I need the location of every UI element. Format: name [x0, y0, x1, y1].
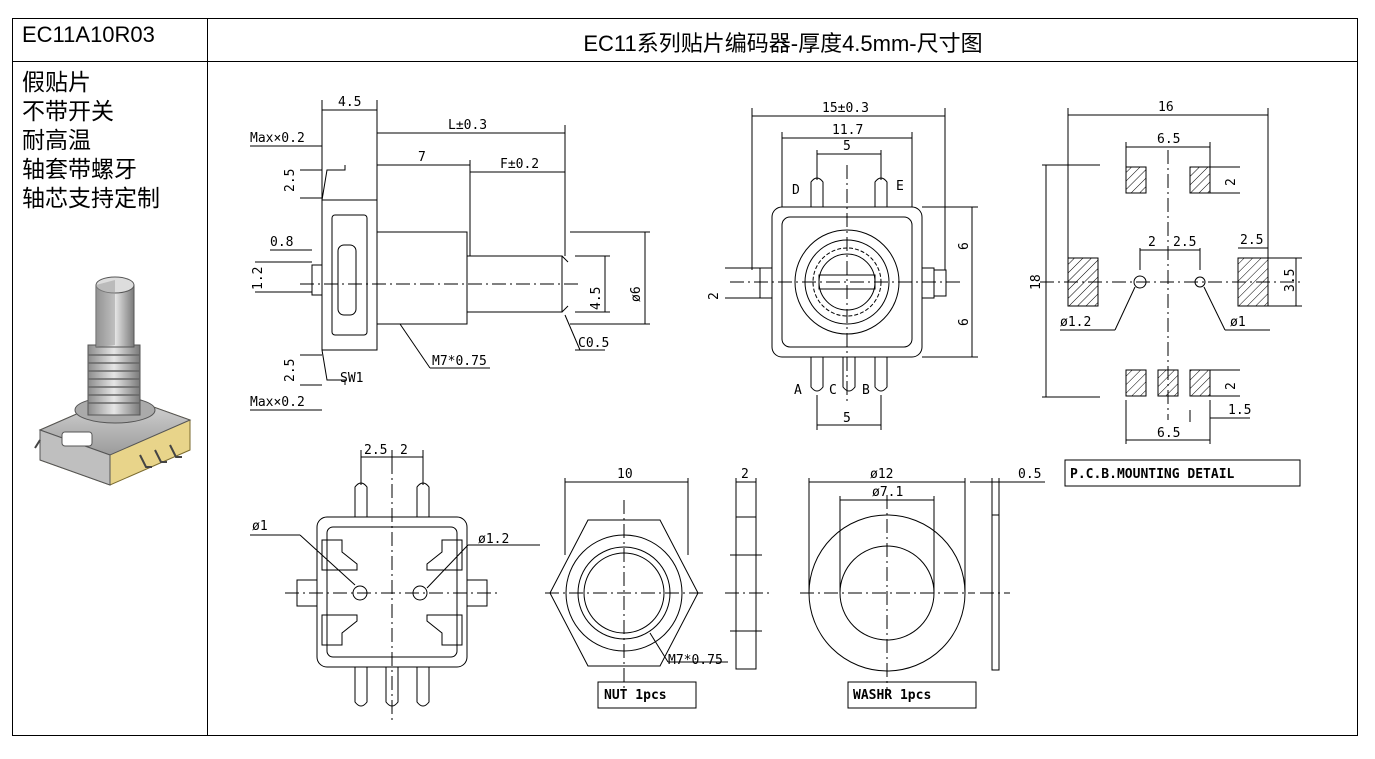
- dim-max-bottom: Max×0.2: [250, 395, 305, 410]
- dim-4-5: 4.5: [338, 95, 361, 110]
- dim-2-5-top: 2.5: [283, 169, 298, 192]
- feature-list: 假贴片 不带开关 耐高温 轴套带螺牙 轴芯支持定制: [22, 68, 160, 213]
- spec-frame: [12, 18, 1358, 736]
- hole-1-label: ø1: [252, 519, 268, 534]
- pin-C-label: C: [829, 383, 837, 398]
- dim-L: L±0.3: [448, 118, 487, 133]
- dim-6-5-top: 6.5: [1157, 132, 1180, 147]
- pcb-footprint-drawing: [1040, 108, 1302, 487]
- dim-0-8: 0.8: [270, 235, 293, 250]
- dim-2-5-mid: 2.5: [1173, 235, 1196, 250]
- hole-1-2-label: ø1.2: [478, 532, 509, 547]
- model-number: EC11A10R03: [22, 22, 155, 47]
- dim-15: 15±0.3: [822, 101, 869, 116]
- dim-7: 7: [418, 150, 426, 165]
- nut-drawing: [545, 478, 770, 709]
- pin-D-label: D: [792, 183, 800, 198]
- dim-3-5: 3.5: [1283, 269, 1298, 292]
- front-view-labels: 15±0.3 11.7 5 D E 6 6 2 A C B 5: [707, 101, 972, 426]
- dim-1-2: 1.2: [251, 267, 266, 290]
- sw1-label: SW1: [340, 371, 363, 386]
- column-divider: [207, 18, 208, 736]
- dim-6-lower: 6: [957, 318, 972, 326]
- dim-2-bottom: 2: [1224, 382, 1239, 390]
- washer-label: WASHR 1pcs: [853, 688, 931, 703]
- encoder-product-image: [34, 276, 192, 486]
- nut-label: NUT 1pcs: [604, 688, 667, 703]
- dim-F: F±0.2: [500, 157, 539, 172]
- dim-5-top: 5: [843, 139, 851, 154]
- pcb-labels: 16 6.5 2 2 2.5 2.5 18 3.5 ø1.2 ø1 2 1.5 …: [1029, 100, 1298, 482]
- pin-E-label: E: [896, 179, 904, 194]
- hole-1-2-label: ø1.2: [1060, 315, 1091, 330]
- nut-thread: M7*0.75: [668, 653, 723, 668]
- pcb-detail-label: P.C.B.MOUNTING DETAIL: [1070, 467, 1235, 482]
- dim-2-5-bottom: 2.5: [283, 359, 298, 382]
- dim-max-top: Max×0.2: [250, 131, 305, 146]
- dim-18: 18: [1029, 274, 1044, 290]
- feature-item: 轴芯支持定制: [22, 185, 160, 211]
- nut-labels: 10 2 M7*0.75 NUT 1pcs: [604, 467, 749, 703]
- dim-2-thick: 2: [741, 467, 749, 482]
- dim-2: 2: [707, 292, 722, 300]
- dim-2-5-right: 2.5: [1240, 233, 1263, 248]
- washer-labels: ø12 ø7.1 0.5 WASHR 1pcs: [853, 467, 1041, 703]
- side-view-labels: 4.5 L±0.3 Max×0.2 7 F±0.2 2.5 0.8 1.2 4.…: [250, 95, 644, 410]
- dim-6-5-bottom: 6.5: [1157, 426, 1180, 441]
- feature-item: 耐高温: [22, 127, 91, 153]
- dim-12: ø12: [870, 467, 893, 482]
- hole-1-label: ø1: [1230, 315, 1246, 330]
- front-view-drawing: [725, 108, 978, 430]
- dim-1-5: 1.5: [1228, 403, 1251, 418]
- dim-10: 10: [617, 467, 633, 482]
- washer-drawing: [800, 478, 1045, 709]
- pin-B-label: B: [862, 383, 870, 398]
- dim-2: 2: [400, 443, 408, 458]
- dim-11-7: 11.7: [832, 123, 863, 138]
- dim-2-mid: 2: [1148, 235, 1156, 250]
- dim-7-1: ø7.1: [872, 485, 903, 500]
- dim-0-5: 0.5: [1018, 467, 1041, 482]
- pin-A-label: A: [794, 383, 802, 398]
- feature-item: 假贴片: [22, 69, 91, 95]
- dim-16: 16: [1158, 100, 1174, 115]
- bottom-view-drawing: [250, 450, 540, 720]
- page-title: EC11系列贴片编码器-厚度4.5mm-尺寸图: [583, 31, 983, 56]
- dim-2-5: 2.5: [364, 443, 387, 458]
- dim-2-right: 2: [1224, 178, 1239, 186]
- dim-6-dia: ø6: [629, 286, 644, 302]
- side-view-drawing: [250, 100, 650, 411]
- dim-5-bottom: 5: [843, 411, 851, 426]
- dim-4-5-shaft: 4.5: [589, 287, 604, 310]
- dim-6-upper: 6: [957, 242, 972, 250]
- header-row: [12, 18, 1358, 62]
- dim-thread: M7*0.75: [432, 354, 487, 369]
- bottom-view-labels: 2.5 2 ø1 ø1.2: [252, 443, 509, 547]
- feature-item: 不带开关: [22, 98, 114, 124]
- feature-item: 轴套带螺牙: [22, 156, 137, 182]
- dim-c0-5: C0.5: [578, 336, 609, 351]
